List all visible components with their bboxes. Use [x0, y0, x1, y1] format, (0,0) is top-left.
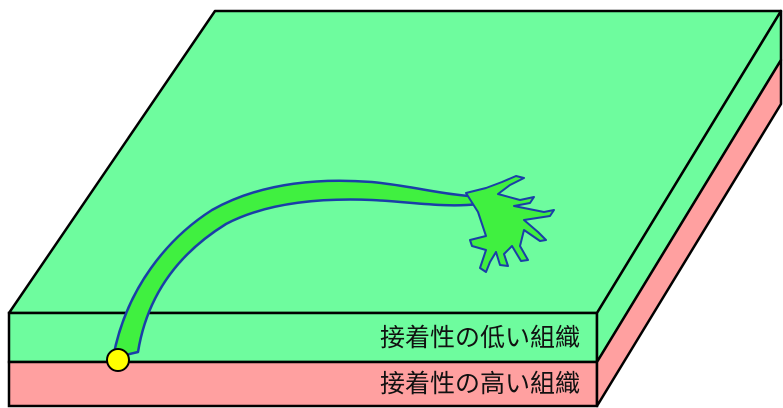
cell-body-icon	[106, 348, 130, 372]
neuron	[111, 175, 555, 360]
bottom-layer-label: 接着性の高い組織	[380, 369, 580, 398]
growth-cone	[465, 175, 555, 273]
bottom-layer-side-face	[595, 58, 783, 408]
top-layer-label: 接着性の低い組織	[380, 323, 580, 352]
